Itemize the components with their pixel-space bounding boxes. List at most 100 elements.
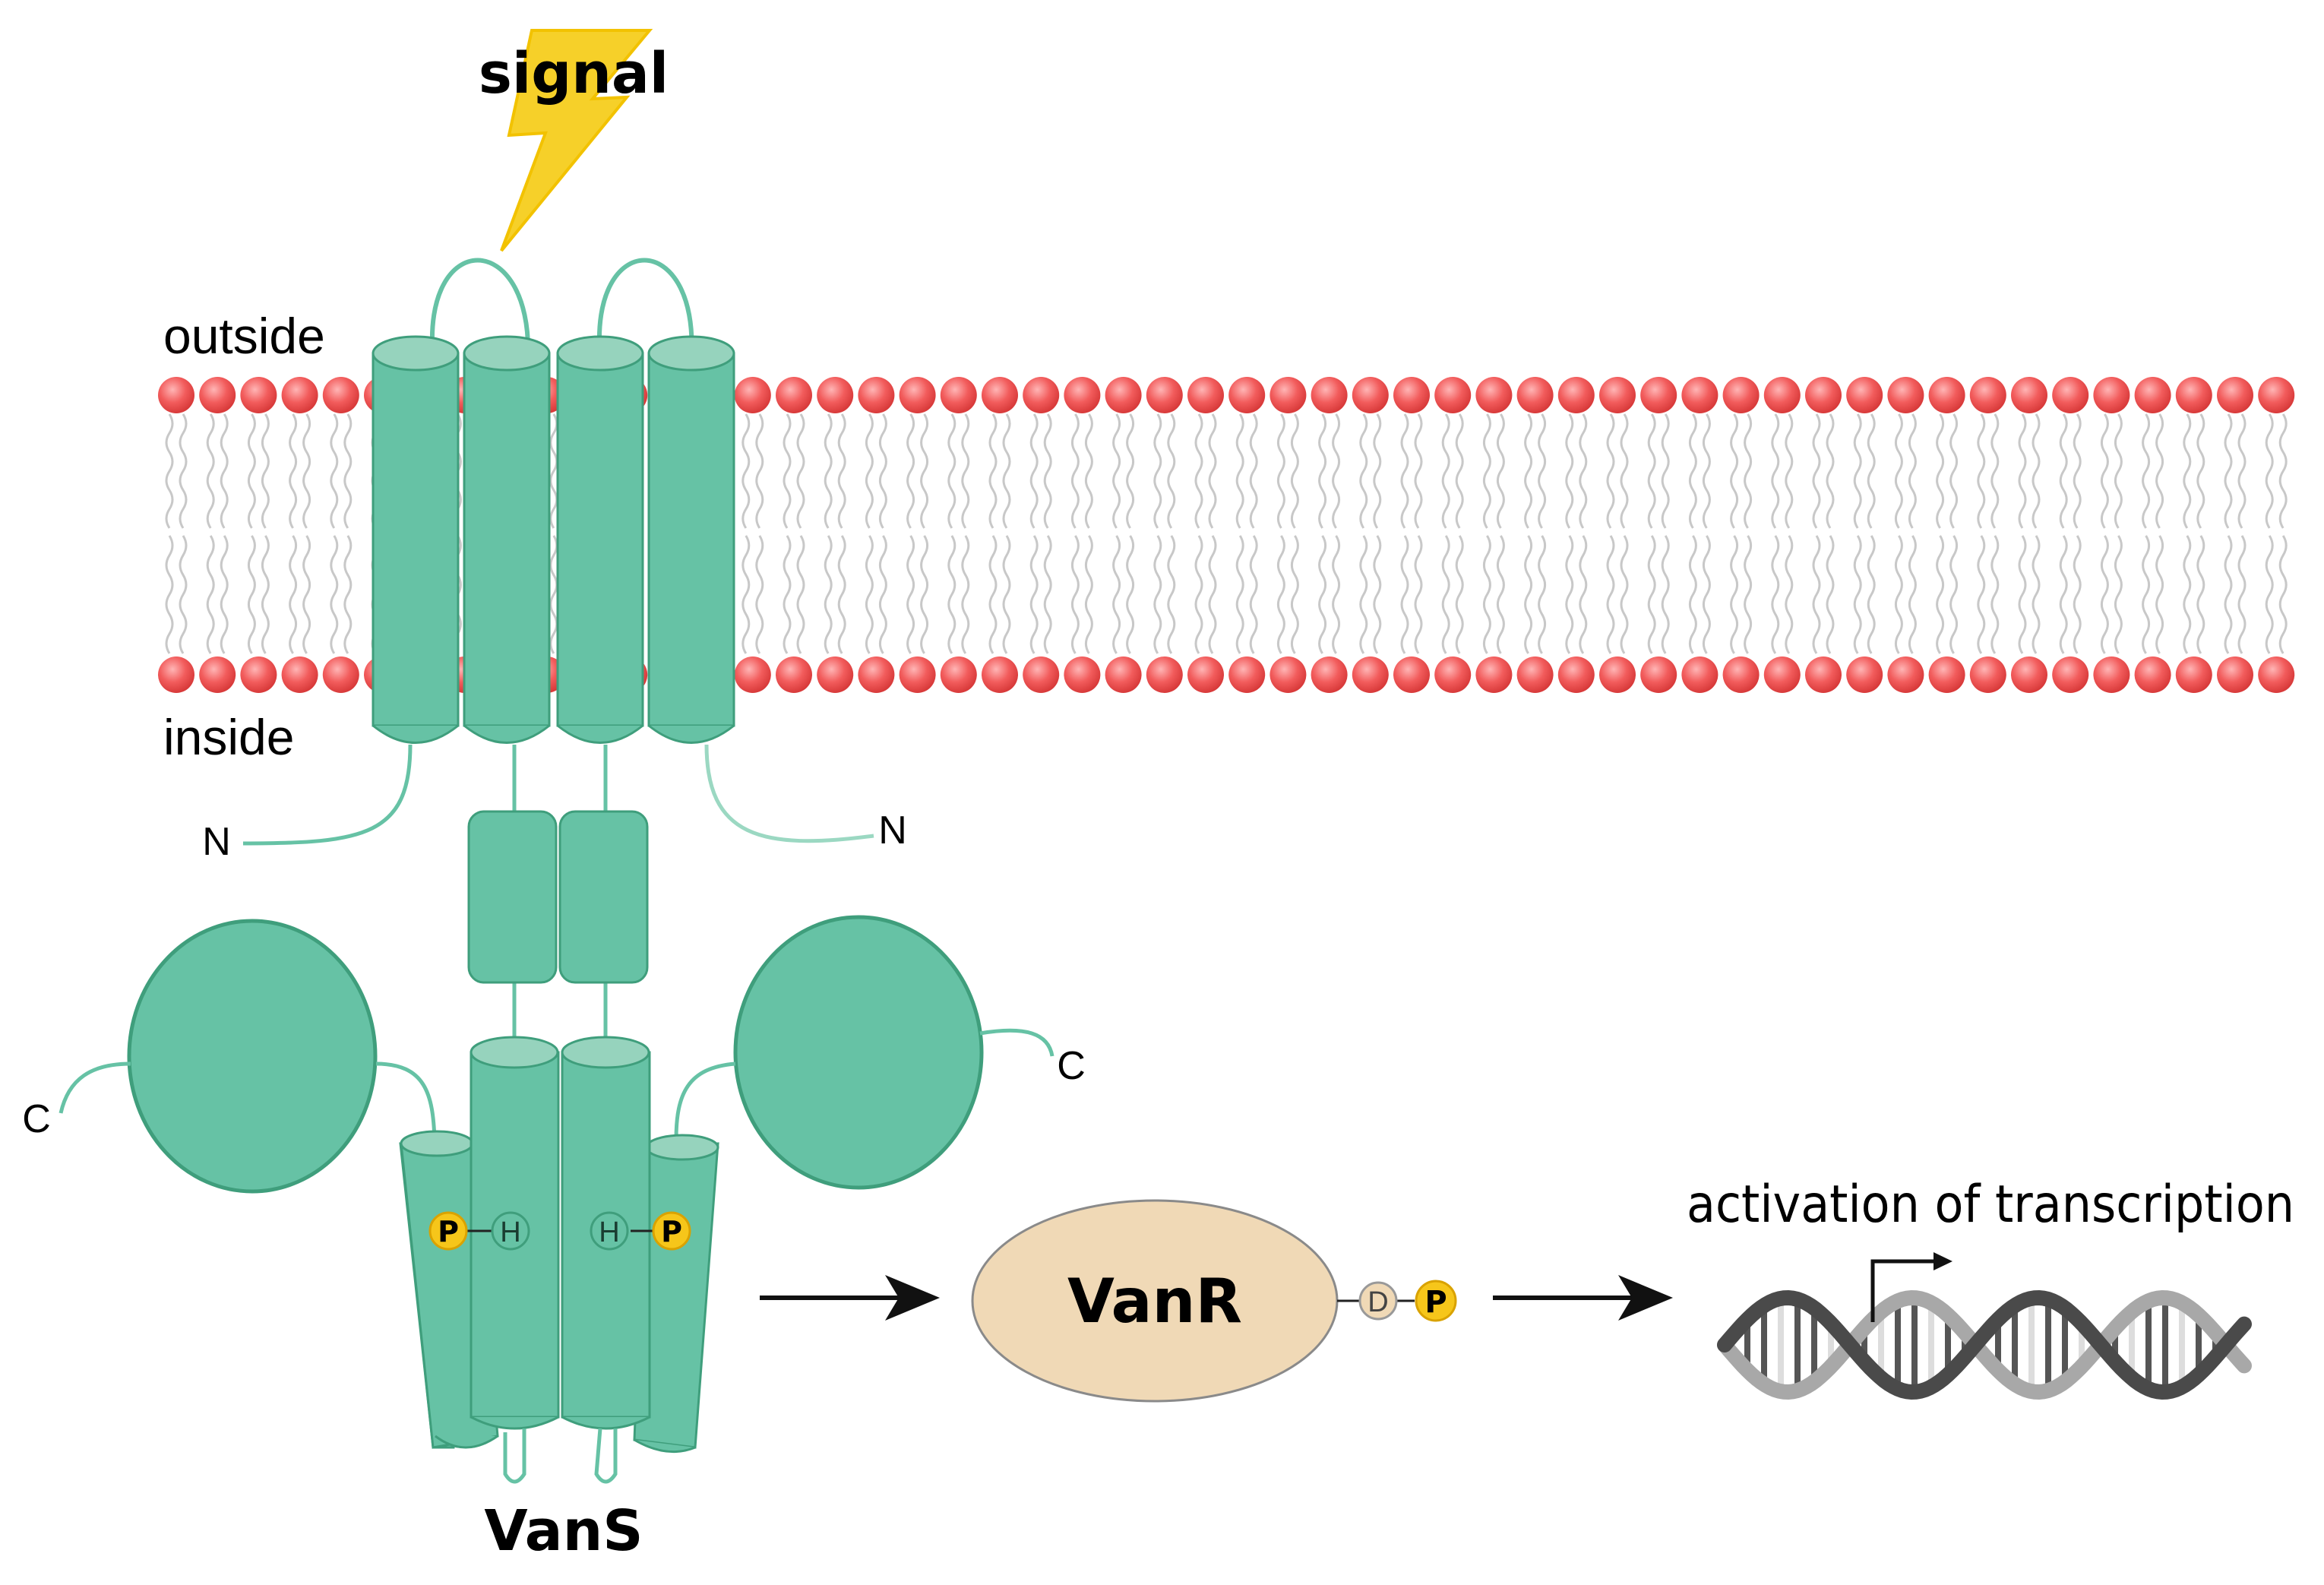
lipid-tail: [1029, 535, 1039, 654]
transcription-start-icon: [1870, 1259, 1934, 1322]
catalytic-domain-right: [733, 915, 984, 1190]
lipid-head: [240, 656, 277, 693]
tm-helix: [372, 335, 460, 744]
lipid-tail: [2114, 535, 2123, 654]
lipid-tail: [1730, 535, 1739, 654]
lipid-tail: [1620, 535, 1629, 654]
histidine-label-right: H: [599, 1216, 619, 1248]
lipid-tail: [783, 413, 792, 529]
lipid-tail: [1208, 413, 1217, 529]
lipid-head: [1722, 656, 1760, 693]
lipid-tail: [2100, 535, 2109, 654]
lipid-head: [1681, 656, 1718, 693]
lipid-tail: [961, 535, 970, 654]
lipid-tail: [1112, 413, 1121, 529]
lipid-head: [1270, 656, 1307, 693]
lipid-tail: [2100, 413, 2109, 529]
dna-strand: [1717, 1289, 2252, 1400]
lipid-head: [1557, 656, 1595, 693]
lipid-head: [2134, 377, 2171, 413]
lipid-tail: [783, 535, 792, 654]
transmembrane-helices: [372, 335, 735, 744]
lipid-head: [1928, 656, 1965, 693]
lipid-head: [1352, 656, 1389, 693]
lipid-head: [1557, 377, 1595, 413]
lipid-tail: [549, 535, 558, 654]
periplasmic-loops: [429, 258, 694, 358]
lipid-tail: [206, 413, 215, 529]
lipid-tail: [947, 535, 956, 654]
lipid-head: [281, 656, 318, 693]
lipid-head: [817, 656, 854, 693]
lipid-tail: [1620, 413, 1629, 529]
lipid-head: [982, 377, 1018, 413]
lipid-head: [1228, 377, 1266, 413]
lipid-tail: [1565, 413, 1574, 529]
inside-label: inside: [163, 709, 294, 765]
lipid-head: [1146, 656, 1183, 693]
lipid-tail: [1812, 413, 1821, 529]
lipid-tail: [2237, 413, 2247, 529]
lipid-tail: [755, 413, 764, 529]
lipid-head: [1105, 656, 1142, 693]
lipid-tail: [302, 535, 311, 654]
phosphate-label-vanr: P: [1424, 1285, 1447, 1320]
lipid-head: [1599, 377, 1636, 413]
lipid-tail: [206, 535, 215, 654]
lipid-tail: [1661, 535, 1670, 654]
lipid-tail: [549, 413, 558, 529]
phosphate-label-left: P: [438, 1215, 459, 1248]
lipid-tail: [1400, 535, 1409, 654]
lipid-head: [2134, 656, 2171, 693]
lipid-tail: [1496, 535, 1505, 654]
n-terminal-tails: [242, 744, 874, 846]
lipid-head: [817, 377, 854, 413]
lipid-tail: [1043, 413, 1052, 529]
lipid-head: [1846, 656, 1883, 693]
lipid-tail: [2155, 535, 2164, 654]
lipid-head: [1887, 377, 1924, 413]
lipid-head: [1805, 377, 1842, 413]
lipid-tail: [1249, 535, 1258, 654]
lipid-tail: [1112, 535, 1121, 654]
lipid-tail: [1812, 535, 1821, 654]
lipid-head: [1475, 656, 1513, 693]
lipid-tail: [796, 535, 805, 654]
lipid-tail: [1318, 535, 1327, 654]
lipid-head: [1434, 377, 1472, 413]
lipid-tail: [1702, 535, 1711, 654]
lipid-tail: [1606, 535, 1615, 654]
lipid-tail: [1771, 413, 1780, 529]
lipid-head: [1805, 656, 1842, 693]
lipid-head: [776, 377, 812, 413]
lipid-head: [1228, 656, 1266, 693]
lipid-tail: [289, 413, 298, 529]
lipid-tail: [1538, 535, 1547, 654]
lipid-head: [1763, 377, 1801, 413]
lipid-tail: [1936, 413, 1945, 529]
lipid-tail: [824, 413, 833, 529]
vanr-phospho-residues: D P: [1337, 1280, 1457, 1322]
lipid-head: [1599, 656, 1636, 693]
lipid-tail: [1936, 535, 1945, 654]
lipid-head: [940, 656, 977, 693]
lipid-tail: [1070, 413, 1080, 529]
lipid-tail: [824, 535, 833, 654]
lipid-tail: [1565, 535, 1574, 654]
lipid-tail: [1126, 535, 1135, 654]
lipid-tail: [1290, 413, 1299, 529]
lipid-tail: [1730, 413, 1739, 529]
lipid-tail: [2018, 535, 2027, 654]
lipid-head: [1270, 377, 1307, 413]
lipid-tail: [1482, 413, 1491, 529]
lipid-tail: [1496, 413, 1505, 529]
lipid-head: [1393, 377, 1430, 413]
lipid-tail: [1688, 535, 1697, 654]
vanr-label: VanR: [1067, 1266, 1242, 1337]
lipid-head: [1187, 656, 1224, 693]
lipid-tail: [343, 413, 353, 529]
lipid-tail: [1167, 413, 1176, 529]
lipid-tail: [1235, 535, 1244, 654]
lipid-tail: [1153, 413, 1162, 529]
lipid-head: [1311, 377, 1348, 413]
